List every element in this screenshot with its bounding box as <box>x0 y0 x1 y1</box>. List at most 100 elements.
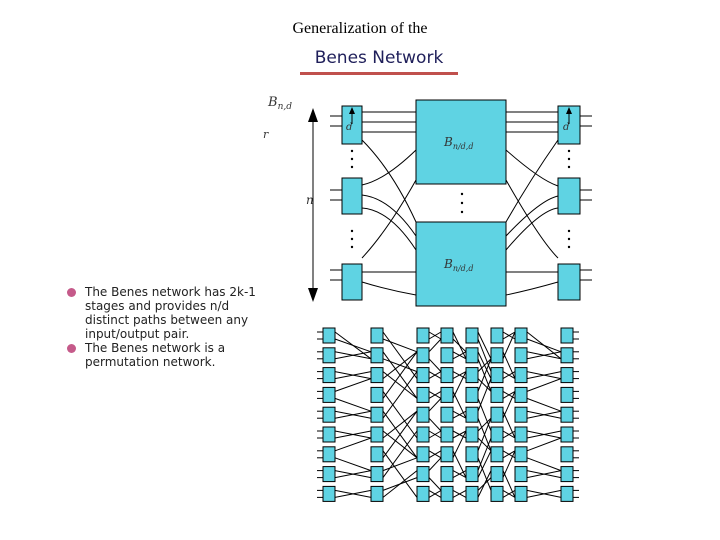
switch-box <box>560 406 574 423</box>
switch-box <box>514 426 528 443</box>
switch-box <box>440 446 454 463</box>
switch-box <box>514 386 528 403</box>
left-switch-bottom <box>341 263 363 301</box>
label-b-nd: Bn,d <box>267 95 292 112</box>
label-d-left: d <box>346 122 352 133</box>
switch-box <box>490 446 504 463</box>
switch-box <box>370 367 384 384</box>
switch-box <box>440 386 454 403</box>
right-switch-middle <box>557 177 581 215</box>
page-subtitle: Benes Network <box>300 48 458 75</box>
switch-box <box>416 347 430 364</box>
switch-box <box>322 426 336 443</box>
switch-box <box>440 485 454 502</box>
bullet-dot-icon <box>67 344 76 353</box>
switch-box <box>465 347 479 364</box>
switch-box <box>560 485 574 502</box>
switch-box <box>560 386 574 403</box>
switch-box <box>560 367 574 384</box>
arrow-down-icon <box>308 288 318 302</box>
arrow-up-icon <box>308 108 318 122</box>
switch-box <box>560 347 574 364</box>
switch-box <box>322 386 336 403</box>
label-d-right: d <box>563 122 569 133</box>
arrow-up-icon <box>349 107 355 114</box>
switch-box <box>322 485 336 502</box>
switch-box <box>490 367 504 384</box>
label-r: r <box>263 128 269 141</box>
label-inner-top: Bn/d,d <box>443 135 473 151</box>
switch-box <box>465 446 479 463</box>
ellipsis-dots <box>350 149 571 249</box>
label-n: n <box>306 193 314 207</box>
switch-box <box>370 327 384 344</box>
inner-subnetwork-top <box>415 99 507 185</box>
switch-box <box>514 446 528 463</box>
arrow-up-icon <box>566 107 572 114</box>
switch-box <box>416 327 430 344</box>
switch-box <box>322 367 336 384</box>
switch-box <box>370 446 384 463</box>
switch-box <box>416 406 430 423</box>
right-switch-top <box>557 105 581 145</box>
switch-box <box>465 327 479 344</box>
left-switch-top <box>341 105 363 145</box>
switch-box <box>514 327 528 344</box>
switch-box <box>416 386 430 403</box>
switch-box <box>514 347 528 364</box>
switch-box <box>370 347 384 364</box>
switch-box <box>490 327 504 344</box>
switch-box <box>560 446 574 463</box>
switch-box <box>514 485 528 502</box>
generalized-benes-diagram: Bn,d r n <box>263 95 592 307</box>
switch-box <box>465 367 479 384</box>
switch-box <box>560 466 574 483</box>
top-wires <box>330 111 592 296</box>
bullet-list: The Benes network has 2k-1 stages and pr… <box>66 285 266 369</box>
bullet-item-stages: The Benes network has 2k-1 stages and pr… <box>66 285 266 341</box>
switch-box <box>416 485 430 502</box>
bullet-text-stages: The Benes network has 2k-1 stages and pr… <box>85 285 256 341</box>
switch-box <box>490 386 504 403</box>
switch-box <box>370 466 384 483</box>
switch-box <box>416 426 430 443</box>
bullet-text-permutation: The Benes network is a permutation netwo… <box>85 341 226 369</box>
right-switch-bottom <box>557 263 581 301</box>
switch-box <box>560 327 574 344</box>
switch-box <box>322 347 336 364</box>
page-title: Generalization of the <box>292 20 428 37</box>
switch-box <box>465 485 479 502</box>
switch-box <box>490 426 504 443</box>
switch-box <box>322 466 336 483</box>
full-benes-network <box>317 327 579 502</box>
switch-box <box>440 327 454 344</box>
switch-box <box>514 466 528 483</box>
full-network-wires <box>317 331 579 498</box>
switch-box <box>560 426 574 443</box>
switch-box <box>465 386 479 403</box>
switch-box <box>322 327 336 344</box>
switch-box <box>440 426 454 443</box>
switch-box <box>465 426 479 443</box>
switch-box <box>490 406 504 423</box>
switch-box <box>440 406 454 423</box>
switch-box <box>370 386 384 403</box>
switch-box <box>370 426 384 443</box>
switch-box <box>514 406 528 423</box>
bullet-dot-icon <box>67 288 76 297</box>
inner-subnetwork-bottom <box>415 221 507 307</box>
switch-box <box>370 485 384 502</box>
switch-box <box>416 446 430 463</box>
switch-box <box>416 367 430 384</box>
switch-box <box>514 367 528 384</box>
switch-box <box>490 347 504 364</box>
label-inner-bottom: Bn/d,d <box>443 257 473 273</box>
switch-box <box>465 466 479 483</box>
switch-box <box>370 406 384 423</box>
switch-box <box>465 406 479 423</box>
switch-box <box>322 406 336 423</box>
switch-box <box>490 466 504 483</box>
switch-box <box>322 446 336 463</box>
switch-box <box>490 485 504 502</box>
